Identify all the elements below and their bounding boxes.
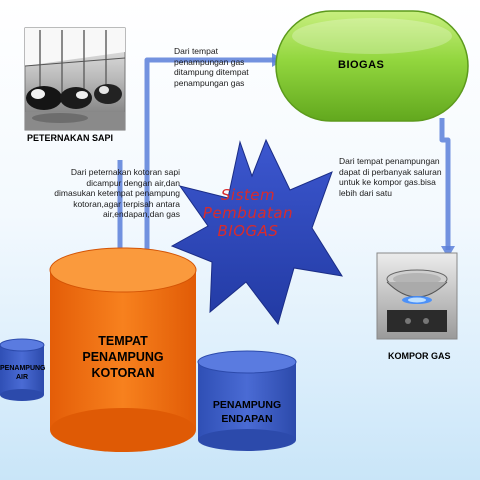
tank-tempat-penampung <box>49 247 197 452</box>
tank-label-line: PENAMPUNG <box>82 350 164 364</box>
title-line: Sistem <box>220 186 276 204</box>
diagram-title: Sistem Pembuatan BIOGAS <box>200 186 296 240</box>
flow-arrows <box>117 57 451 268</box>
gas-stove-photo <box>376 252 458 340</box>
arrow-biogas-to-stove <box>439 118 451 250</box>
tank-penampung-air <box>0 338 45 401</box>
caption-line: untuk ke kompor gas.bisa <box>339 177 436 187</box>
caption-line: dimasukan ketempat penampung <box>54 188 180 198</box>
biogas-node <box>275 10 469 122</box>
caption-line: lebih dari satu <box>339 187 392 198</box>
title-line: Pembuatan <box>202 204 294 222</box>
tank-penampung-endapan <box>197 350 297 451</box>
arrowhead-stove <box>441 246 455 258</box>
caption-line: air,endapan,dan gas <box>102 209 180 219</box>
caption-line: ditampung ditempat <box>174 67 249 77</box>
caption-right: Dari tempat penampungan dapat di perbany… <box>339 156 469 198</box>
tank-label-line: TEMPAT <box>98 334 148 348</box>
arrow-tank-to-biogas <box>144 57 276 268</box>
cow-barn-photo <box>24 27 126 131</box>
caption-line: Dari peternakan kotoran sapi <box>70 167 180 177</box>
label-tempat-penampung-kotoran: TEMPAT PENAMPUNG KOTORAN <box>60 333 186 381</box>
label-penampung-endapan: PENAMPUNG ENDAPAN <box>203 398 291 426</box>
title-star <box>170 138 344 326</box>
tank-label-line: AIR <box>15 374 29 381</box>
label-peternakan-sapi: PETERNAKAN SAPI <box>27 133 114 143</box>
caption-left: Dari peternakan kotoran sapi dicampur de… <box>20 167 180 220</box>
label-penampung-air: PENAMPUNG AIR <box>0 364 46 382</box>
label-kompor-gas: KOMPOR GAS <box>388 351 451 361</box>
caption-line: dicampur dengan air,dan <box>86 177 180 188</box>
caption-line: penampungan gas <box>174 77 245 88</box>
caption-top: Dari tempat penampungan gas ditampung di… <box>174 46 274 88</box>
tank-label-line: ENDAPAN <box>221 413 273 425</box>
tank-label-line: PENAMPUNG <box>0 365 46 372</box>
caption-line: Dari tempat <box>174 46 218 56</box>
caption-line: dapat di perbanyak saluran <box>339 166 442 177</box>
title-line: BIOGAS <box>217 222 279 240</box>
label-biogas: BIOGAS <box>338 59 385 71</box>
caption-line: kotoran,agar terpisah antara <box>73 198 180 209</box>
caption-line: Dari tempat penampungan <box>339 156 440 166</box>
tank-label-line: KOTORAN <box>91 366 155 380</box>
tank-label-line: PENAMPUNG <box>212 399 282 411</box>
caption-line: penampungan gas <box>174 56 245 67</box>
